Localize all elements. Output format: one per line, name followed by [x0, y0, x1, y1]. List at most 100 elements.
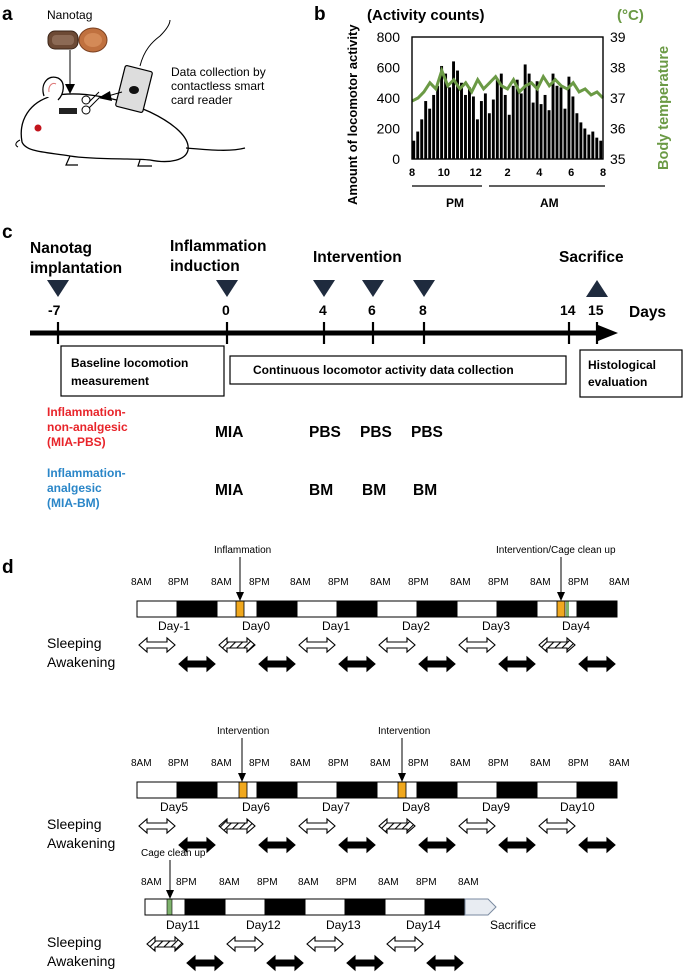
continuous-collection-box: [229, 355, 567, 385]
y-tick-left: 200: [377, 121, 401, 137]
histology-box-line-2: evaluation: [588, 375, 647, 389]
period-pm: PM: [446, 196, 464, 210]
annotation-intervention: Intervention: [378, 726, 430, 737]
activity-bar: [531, 102, 535, 159]
group-analgesic-line-3: (MIA-BM): [47, 496, 100, 510]
panel-d-letter: d: [2, 557, 14, 578]
marker-day4: [313, 280, 335, 297]
legend-awakening: Awakening: [47, 953, 115, 969]
activity-bar: [547, 110, 551, 159]
time-label: 8AM: [458, 877, 479, 888]
activity-bar: [595, 137, 599, 159]
annotation-intervention-cleanup: Intervention/Cage clean up: [496, 545, 616, 556]
y-axis-left-label: Amount of locomotor activity: [345, 24, 360, 205]
light-period: [536, 781, 578, 799]
day-label: Day12: [246, 918, 281, 932]
y-tick-right: 35: [610, 151, 626, 167]
annotation-inflammation: Inflammation: [214, 545, 271, 556]
activity-bar: [452, 61, 455, 159]
sleep-wake-arrows: [138, 636, 616, 972]
legend-sleeping: Sleeping: [47, 934, 102, 950]
time-label: 8PM: [336, 877, 357, 888]
activity-bar: [471, 96, 475, 159]
event-marker: [397, 781, 407, 799]
temperature-unit: (°C): [617, 7, 644, 24]
time-label: 8PM: [249, 577, 270, 588]
time-label: 8PM: [168, 577, 189, 588]
sleeping-arrow-icon: [218, 636, 256, 654]
activity-bar: [579, 122, 583, 159]
sleeping-arrow-icon: [138, 636, 176, 654]
light-period: [144, 898, 186, 916]
awakening-arrow-icon: [186, 954, 224, 972]
day-label: Day4: [562, 619, 590, 633]
activity-bar: [599, 140, 603, 159]
dark-period: [185, 899, 225, 915]
legend-awakening: Awakening: [47, 835, 115, 851]
continuous-collection-text: Continuous locomotor activity data colle…: [253, 363, 514, 377]
dark-period: [177, 782, 217, 798]
awakening-arrow-icon: [346, 954, 384, 972]
group-nonanalgesic-line-1: Inflammation-: [47, 405, 126, 419]
time-label: 8AM: [219, 877, 240, 888]
reader-caption-line-3: card reader: [171, 93, 232, 107]
y-tick-left: 800: [377, 29, 401, 45]
treatment-cell: MIA: [215, 482, 243, 499]
event-marker: [235, 600, 245, 618]
plot-frame: [411, 36, 604, 160]
legend-sleeping: Sleeping: [47, 816, 102, 832]
day-label: Day0: [242, 619, 270, 633]
nanotag-label: Nanotag: [47, 8, 92, 22]
day-tick-label: 0: [222, 302, 230, 318]
sleeping-arrow-icon: [378, 636, 416, 654]
sleeping-arrow-icon: [298, 817, 336, 835]
histology-box: [579, 349, 683, 398]
cleanup-marker: [166, 898, 173, 916]
time-label: 8AM: [298, 877, 319, 888]
day-tick-label: 6: [368, 302, 376, 318]
light-period: [296, 600, 338, 618]
activity-bar: [575, 113, 579, 159]
activity-bar: [555, 85, 559, 159]
activity-bar: [523, 64, 527, 159]
awakening-arrow-icon: [338, 836, 376, 854]
day-label: Day8: [402, 800, 430, 814]
dark-period: [497, 782, 537, 798]
activity-bar: [567, 76, 571, 159]
activity-bar: [551, 73, 555, 159]
marker-day0: [216, 280, 238, 297]
awakening-arrow-icon: [258, 836, 296, 854]
timeline-arrowhead: [598, 325, 618, 341]
day-label: Day6: [242, 800, 270, 814]
schedule-row-3: Cage clean up 8AM 8PM 8AM 8PM 8AM 8PM 8A…: [47, 848, 536, 969]
dark-period: [497, 601, 537, 617]
activity-bar: [495, 79, 499, 159]
dark-period: [265, 899, 305, 915]
schedule-row-2: Intervention Intervention 8AM 8PM 8AM 8P…: [47, 726, 630, 851]
time-label: 8PM: [176, 877, 197, 888]
light-period: [456, 781, 498, 799]
panel-c: c Nanotag implantation Inflammation indu…: [2, 222, 683, 510]
activity-bar: [440, 65, 444, 159]
activity-bar: [539, 104, 543, 159]
event-marker: [238, 781, 248, 799]
activity-bar: [543, 94, 547, 159]
time-label: 8PM: [488, 577, 509, 588]
light-period: [376, 600, 418, 618]
time-label: 8PM: [568, 758, 589, 769]
treatment-cell: PBS: [411, 424, 443, 441]
light-period: [456, 600, 498, 618]
activity-bar: [535, 81, 539, 159]
nanotag-coins-icon: [47, 27, 108, 53]
reader-caption-line-2: contactless smart: [171, 79, 265, 93]
day-label: Day-1: [158, 619, 190, 633]
activity-bar: [487, 113, 491, 159]
group-analgesic-line-1: Inflammation-: [47, 466, 126, 480]
marker-day6: [362, 280, 384, 297]
dark-period: [577, 601, 617, 617]
marker-day-minus7: [47, 280, 69, 297]
activity-bar: [412, 140, 416, 159]
light-period: [304, 898, 346, 916]
time-label: 8AM: [378, 877, 399, 888]
